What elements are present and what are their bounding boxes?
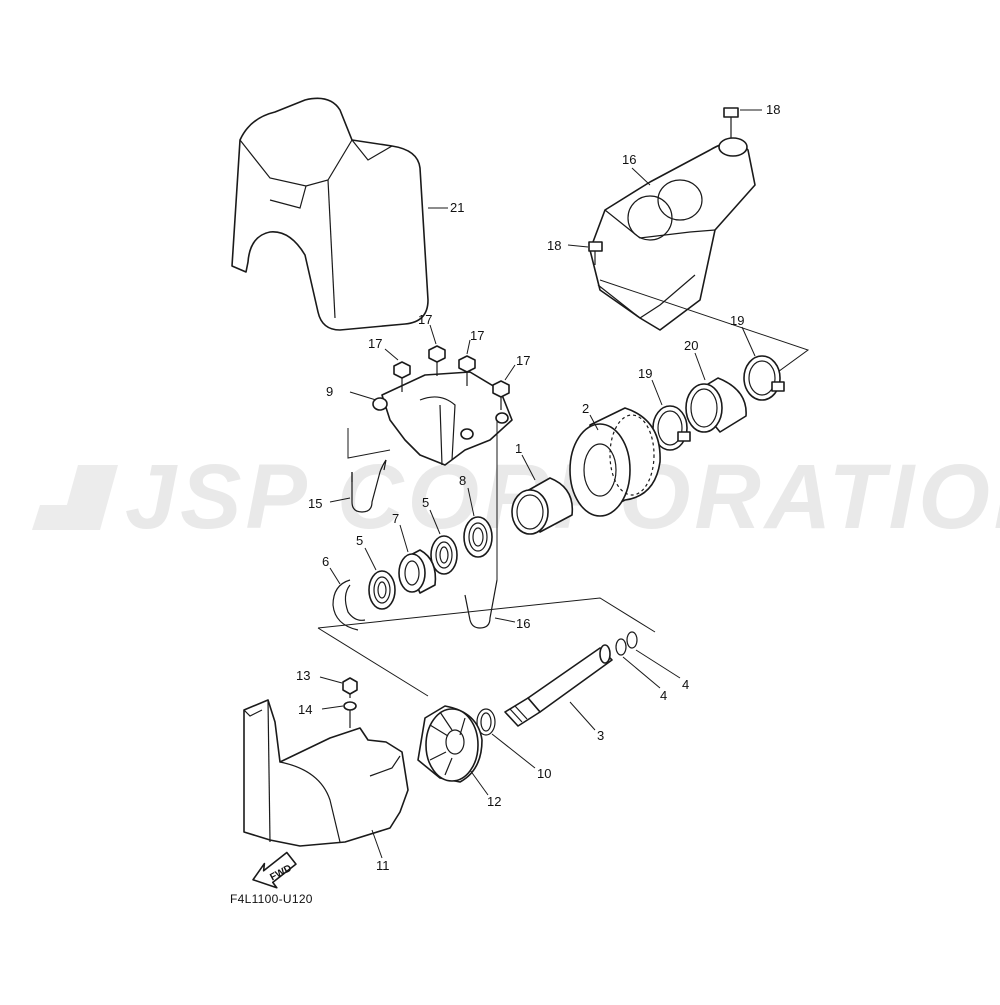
part-cover[interactable]: [231, 97, 429, 331]
callout-17-d: 17: [516, 353, 530, 368]
callout-16-lower: 16: [516, 616, 530, 631]
drive-shaft-3[interactable]: [504, 644, 613, 727]
callout-2: 2: [582, 401, 589, 416]
callout-18-top: 18: [766, 102, 780, 117]
callout-19-right: 19: [730, 313, 744, 328]
part-housing[interactable]: [589, 137, 756, 331]
u-bolt-16-upper[interactable]: [351, 459, 387, 513]
seal-5-right[interactable]: [430, 535, 458, 575]
seal-5-left[interactable]: [368, 570, 396, 610]
callout-4-a: 4: [660, 688, 667, 703]
u-bolt-16-lower[interactable]: [464, 579, 498, 629]
callout-7: 7: [392, 511, 399, 526]
impeller-9[interactable]: [417, 705, 483, 783]
duct-2[interactable]: [569, 407, 661, 517]
callout-9: 12: [487, 794, 501, 809]
callout-8: 8: [459, 473, 466, 488]
callout-4-b: 4: [682, 677, 689, 692]
callout-14: 11: [376, 858, 390, 873]
callout-13: 14: [298, 702, 312, 717]
watermark-logo-icon: [32, 465, 118, 530]
callout-15: 16: [622, 152, 636, 167]
seal-8[interactable]: [463, 516, 493, 558]
callout-5-right: 5: [422, 495, 429, 510]
callout-16-upper: 15: [308, 496, 322, 511]
callout-3: 3: [597, 728, 604, 743]
nut-17-a[interactable]: [393, 361, 411, 392]
bearing-7[interactable]: [398, 549, 437, 594]
nut-17-d[interactable]: [492, 380, 510, 410]
bolt-18-left[interactable]: [588, 241, 603, 265]
bolt-18-top[interactable]: [723, 107, 739, 138]
callout-1: 1: [515, 441, 522, 456]
callout-6: 6: [322, 554, 329, 569]
protector-14[interactable]: [243, 699, 409, 847]
washer-13[interactable]: [343, 701, 357, 728]
spacer-10[interactable]: [476, 708, 496, 736]
bolt-12[interactable]: [342, 677, 358, 698]
callout-10: 10: [537, 766, 551, 781]
nut-17-c[interactable]: [458, 355, 476, 386]
callout-12: 13: [296, 668, 310, 683]
clamp-19-right[interactable]: [743, 355, 785, 401]
callout-18-left: 18: [547, 238, 561, 253]
callout-17-c: 17: [470, 328, 484, 343]
circlip-6[interactable]: [332, 579, 366, 631]
callout-17-a: 17: [368, 336, 382, 351]
o-ring-4-b[interactable]: [626, 631, 638, 649]
diagram-code: F4L1100-U120: [230, 892, 313, 906]
nut-17-b[interactable]: [428, 345, 446, 376]
callout-20: 20: [684, 338, 698, 353]
callout-17-b: 17: [418, 312, 432, 327]
callout-5-left: 5: [356, 533, 363, 548]
bearing-cap-11[interactable]: [372, 371, 513, 466]
callout-19-left: 19: [638, 366, 652, 381]
callout-21: 21: [450, 200, 464, 215]
hose-20[interactable]: [685, 377, 747, 433]
liner-1[interactable]: [511, 477, 574, 535]
callout-11: 9: [326, 384, 333, 399]
fwd-arrow-icon: [252, 851, 297, 889]
clamp-19-left[interactable]: [652, 405, 691, 451]
o-ring-4-a[interactable]: [615, 638, 627, 656]
